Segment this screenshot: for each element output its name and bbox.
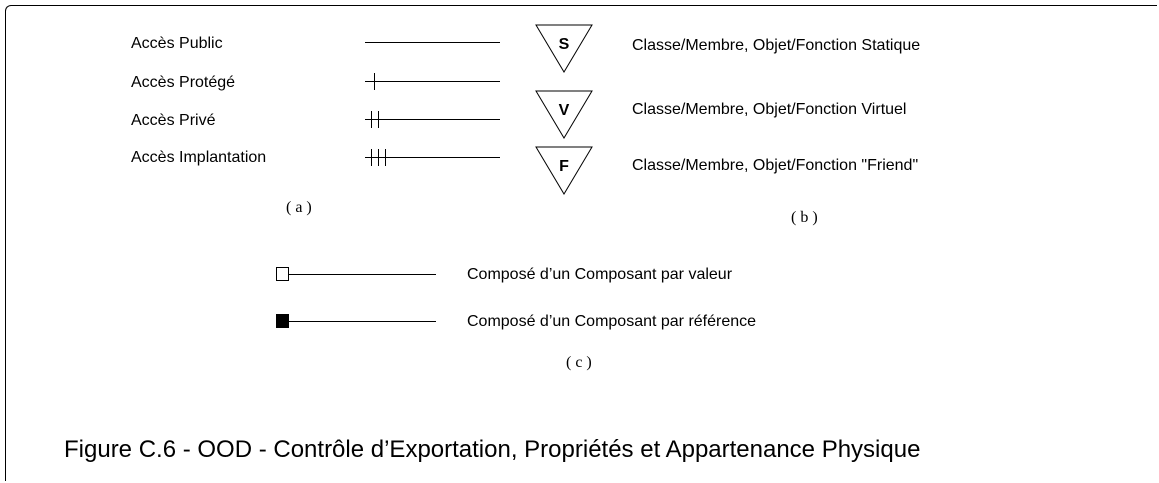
access-private-label: Accès Privé [131, 112, 216, 129]
empty-square-icon [276, 267, 289, 281]
private-access-line [365, 111, 500, 128]
composed-by-reference-label: Composé d’un Composant par référence [467, 313, 757, 330]
composed-by-value-label: Composé d’un Composant par valeur [467, 266, 733, 283]
figure-frame [5, 5, 1157, 481]
friend-symbol: F [559, 158, 569, 175]
virtual-triangle-icon [535, 90, 593, 139]
access-protected-label: Accès Protégé [131, 74, 236, 91]
implementation-access-line [365, 149, 500, 166]
figure-caption: Figure C.6 - OOD - Contrôle d’Exportatio… [64, 436, 921, 463]
friend-description: Classe/Membre, Objet/Fonction "Friend" [632, 157, 919, 174]
section-c-label: ( c ) [566, 354, 592, 371]
section-a-label: ( a ) [286, 199, 312, 216]
virtual-description: Classe/Membre, Objet/Fonction Virtuel [632, 101, 907, 118]
filled-square-icon [276, 314, 289, 328]
section-b-label: ( b ) [791, 209, 818, 226]
access-implementation-label: Accès Implantation [131, 149, 267, 166]
static-triangle-icon [535, 24, 593, 73]
static-description: Classe/Membre, Objet/Fonction Statique [632, 37, 921, 54]
access-public-label: Accès Public [131, 35, 223, 52]
virtual-symbol: V [559, 102, 570, 119]
protected-access-line [365, 73, 500, 90]
static-symbol: S [559, 36, 570, 53]
friend-triangle-icon [535, 146, 593, 195]
